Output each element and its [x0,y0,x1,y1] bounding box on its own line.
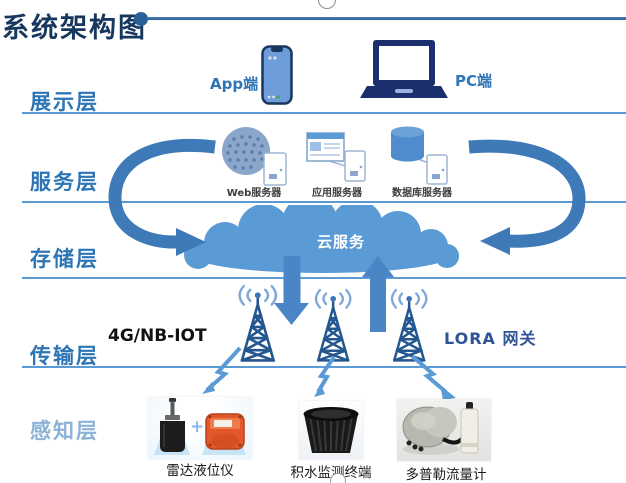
layer-divider-presentation [22,112,626,114]
db-server-label: 数据库服务器 [392,188,452,199]
signal-tower-icon-3 [390,288,428,362]
layer-label-transmission: 传输层 [30,344,99,368]
service-loop-arrow-left [108,138,216,256]
app-client-label: App端 [210,75,259,93]
radar-level-sensor-image: + [148,397,252,459]
signal-tower-icon-2 [314,288,352,362]
database-cylinder-icon [391,126,448,185]
web-server-globe-icon [222,127,287,186]
cloud-service-label: 云服务 [316,233,365,251]
app-server-label: 应用服务器 [312,188,362,199]
page-title: 系统架构图 [2,13,147,44]
service-loop-arrow-right [468,139,586,255]
layer-label-service: 服务层 [30,170,99,194]
app-server-window-icon [306,132,366,182]
plus-sign: + [190,417,205,437]
layer-label-perception: 感知层 [30,419,99,443]
pc-client-label: PC端 [455,72,493,90]
layer-divider-storage [22,277,626,279]
network-lora-gateway-label: LORA 网关 [444,329,537,348]
radar-level-sensor-label: 雷达液位仪 [166,463,234,479]
lightning-bolt-icon-1 [202,346,242,394]
title-rule-line [147,17,626,20]
doppler-flowmeter-label: 多普勒流量计 [405,467,487,483]
layer-label-presentation: 展示层 [30,90,99,114]
layer-label-storage: 存储层 [30,247,99,271]
web-server-label: Web服务器 [226,188,282,199]
network-4g-nbiot-label: 4G/NB-IOT [108,326,207,346]
selection-handle-bottom [330,473,346,483]
layer-divider-transmission [22,366,626,368]
cloud-icon [184,205,459,273]
doppler-flowmeter-image [397,399,491,461]
smartphone-icon [261,45,293,105]
title-bullet-dot [134,12,148,26]
laptop-icon [360,40,448,98]
water-monitor-terminal-label: 积水监测终端 [290,465,372,481]
lightning-bolt-icon-3 [410,354,456,400]
lightning-bolt-icon-2 [314,355,336,397]
layer-divider-service [22,201,626,203]
down-arrow [274,256,309,325]
signal-tower-icon-1 [238,284,278,362]
up-arrow [362,256,394,332]
water-monitor-terminal-image [299,401,363,459]
